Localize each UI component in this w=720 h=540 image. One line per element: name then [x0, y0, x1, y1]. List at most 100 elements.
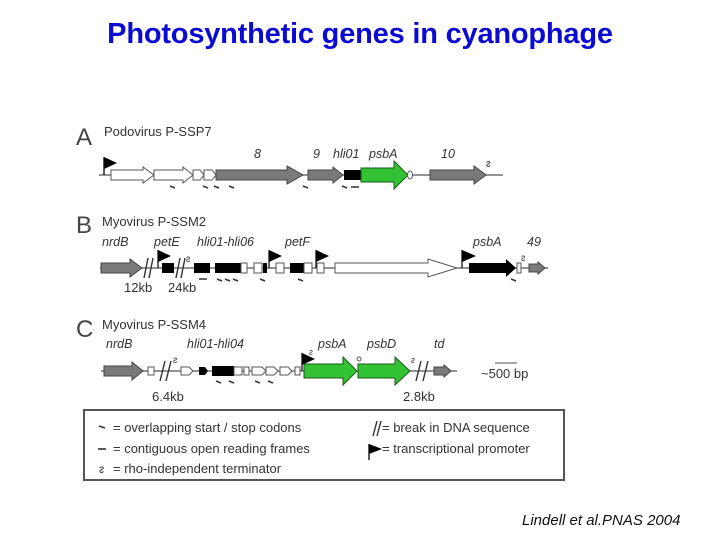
- gene-label: 9: [313, 147, 320, 161]
- gene-hli: [212, 366, 234, 376]
- gene-label: psbD: [366, 337, 396, 351]
- overlap-marks: [215, 380, 274, 384]
- kb-label: 6.4kb: [152, 389, 184, 404]
- overlap-marks: [169, 185, 359, 189]
- gene-orf: [275, 262, 285, 274]
- legend-box: [83, 409, 565, 481]
- gene-arrow-10: [429, 165, 487, 185]
- gene-arrow-white: [203, 169, 217, 181]
- gene-label: td: [434, 337, 445, 351]
- kb-label: 24kb: [168, 280, 196, 295]
- gene-label: nrdB: [102, 235, 128, 249]
- gene-label: 10: [441, 147, 455, 161]
- gene-orf: [265, 366, 279, 376]
- gene-label: psbA: [317, 337, 347, 351]
- gene-petF: [290, 263, 304, 273]
- gene-hli: [194, 263, 210, 273]
- panel-a: A Podovirus P-SSP7 8 9 hli01 psbA 10 ᴤ: [76, 124, 503, 191]
- terminator-icon: ᴤ: [173, 355, 177, 366]
- citation: Lindell et al.PNAS 2004: [522, 512, 681, 529]
- terminator-icon: ᴤ: [411, 355, 415, 365]
- phage-name: Myovirus P-SSM4: [102, 317, 206, 332]
- gene-orf: [240, 262, 248, 274]
- gene-label: hli01-hli06: [197, 235, 254, 249]
- terminator-icon: ᴤ: [309, 347, 313, 357]
- promoter-icon: [301, 353, 315, 371]
- gene-label: psbA: [368, 147, 398, 161]
- break-icon: [175, 257, 186, 279]
- gene-label: petF: [284, 235, 311, 249]
- gene-label: petE: [153, 235, 180, 249]
- panel-letter: A: [76, 124, 92, 151]
- promoter-icon: [157, 250, 171, 268]
- gene-orf: [251, 366, 267, 376]
- gene-arrow-8: [215, 165, 305, 185]
- promoter-icon: [315, 250, 329, 268]
- kb-label: 12kb: [124, 280, 152, 295]
- gene-orf: [263, 263, 267, 273]
- gene-orf: [180, 366, 194, 376]
- gene-label: hli01-hli04: [187, 337, 244, 351]
- gene-label: psbA: [472, 235, 502, 249]
- break-icon: [415, 360, 429, 382]
- gene-psbD-green: [357, 355, 411, 387]
- gene-orf: [516, 262, 522, 274]
- gene-arrow-white: [153, 165, 194, 185]
- break-symbol-icon: [372, 420, 382, 437]
- gene-label: nrdB: [106, 337, 132, 351]
- terminator-icon: [356, 356, 362, 362]
- gene-hli01: [344, 170, 361, 180]
- gene-arrow-9: [307, 165, 344, 185]
- small-orf: [407, 170, 413, 180]
- gene-label: 8: [254, 147, 261, 161]
- gene-orf: [279, 366, 293, 376]
- gene-arrow-white-long: [334, 258, 459, 278]
- gene-orf: [147, 366, 155, 376]
- gene-psbA-green: [360, 159, 409, 191]
- legend-item: = rho-independent terminator: [113, 461, 282, 476]
- gene-td: [433, 363, 452, 379]
- terminator-symbol-icon: ᴤ: [99, 462, 104, 476]
- gene-orf: [243, 366, 250, 376]
- promoter-icon: [268, 250, 282, 268]
- terminator-icon: ᴤ: [521, 253, 525, 264]
- panel-b: B Myovirus P-SSM2 nrdB petE hli01-hli06 …: [76, 212, 548, 295]
- promoter-symbol-icon: [368, 444, 382, 460]
- gene-orf: [303, 262, 313, 274]
- promoter-icon: [103, 157, 117, 175]
- gene-nrdB: [100, 258, 143, 278]
- panel-c: C Myovirus P-SSM4 nrdB hli01-hli04 psbA …: [76, 316, 528, 404]
- overlap-symbol-icon: [98, 425, 106, 429]
- break-icon: [159, 360, 172, 382]
- gene-orf: [233, 366, 243, 376]
- overlap-marks: [199, 278, 517, 282]
- phage-name: Myovirus P-SSM2: [102, 214, 206, 229]
- gene-label: 49: [527, 235, 541, 249]
- legend-item: = transcriptional promoter: [382, 441, 530, 456]
- legend-item: = break in DNA sequence: [382, 420, 530, 435]
- gene-orf: [316, 262, 325, 274]
- gene-psbA-black: [469, 259, 516, 277]
- legend-item: = contiguous open reading frames: [113, 441, 310, 456]
- promoter-icon: [461, 250, 476, 268]
- terminator-icon: ᴤ: [486, 158, 491, 170]
- break-icon: [143, 257, 154, 279]
- phage-name: Podovirus P-SSP7: [104, 124, 212, 139]
- panel-letter: C: [76, 316, 93, 343]
- kb-label: 2.8kb: [403, 389, 435, 404]
- slide-title: Photosynthetic genes in cyanophage: [107, 18, 613, 50]
- legend-item: = overlapping start / stop codons: [113, 420, 302, 435]
- gene-label: hli01: [333, 147, 359, 161]
- scale-bar-label: ~500 bp: [481, 366, 528, 381]
- panel-letter: B: [76, 212, 92, 239]
- gene-nrdB: [103, 360, 144, 382]
- gene-arrow-white: [192, 169, 205, 181]
- gene-psbA-green: [303, 355, 358, 387]
- gene-arrow-white: [110, 166, 155, 184]
- gene-49: [528, 260, 546, 276]
- gene-petE: [162, 263, 174, 273]
- gene-orf: [294, 366, 301, 376]
- legend: = overlapping start / stop codons = cont…: [98, 420, 530, 476]
- terminator-icon: ᴤ: [186, 254, 190, 265]
